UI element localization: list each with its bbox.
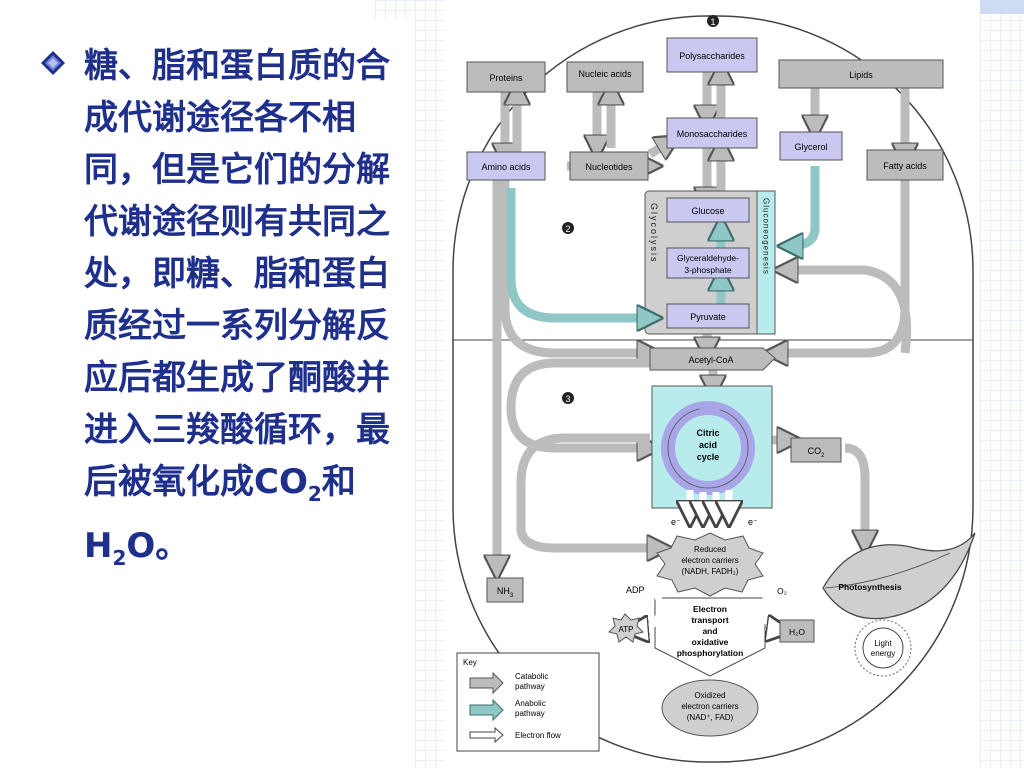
svg-text:Reduced: Reduced [694,545,726,554]
node-glucose: Glucose [666,197,750,223]
svg-text:1: 1 [710,17,715,27]
svg-text:ATP: ATP [619,625,634,634]
citric-label-3: cycle [697,452,720,462]
citric-ring-edge [667,407,749,489]
anabolic-arrows [506,166,820,318]
node-proteins: Proteins [466,61,546,93]
grid-corner-top-left [375,0,445,20]
diagram-key: Key Catabolic pathway Anabolic pathway E… [456,652,600,752]
and-text: 和 [321,462,356,502]
electron-flow-arrows [690,490,729,514]
svg-text:pathway: pathway [515,709,545,718]
node-pyruvate: Pyruvate [666,303,750,329]
node-h2o: H₂O [779,619,815,643]
gluconeogenesis-strip [756,190,776,335]
atp-arrows [635,586,780,630]
metabolism-diagram: 1 2 3 Glycolysis Glucon [452,15,976,763]
svg-text:(NADH, FADH₂): (NADH, FADH₂) [682,567,739,576]
node-polysaccharides: Polysaccharides [666,37,758,73]
diamond-bullet-icon [41,51,65,75]
svg-text:Glucose: Glucose [691,206,724,216]
svg-text:Nucleotides: Nucleotides [585,162,633,172]
citric-label-2: acid [699,440,717,450]
svg-text:Nucleic acids: Nucleic acids [578,69,632,79]
svg-text:and: and [702,626,717,636]
co2-subscript: 2 [307,481,322,506]
adp-label: ADP [626,585,645,595]
svg-text:Lipids: Lipids [849,70,873,80]
h2o-subscript: 2 [112,545,127,570]
o2-label: O₂ [777,586,787,596]
svg-text:Electron flow: Electron flow [515,731,561,740]
grid-strip-right [980,0,1024,768]
stage-marker-1: 1 [707,15,719,27]
svg-text:oxidative: oxidative [692,637,729,647]
svg-text:NH3: NH3 [497,586,514,599]
node-glycerol: Glycerol [779,131,843,161]
node-co2: CO2 [790,437,842,463]
svg-text:Pyruvate: Pyruvate [690,312,726,322]
svg-text:2: 2 [565,224,570,234]
svg-text:Acetyl-CoA: Acetyl-CoA [688,355,733,365]
svg-text:Glyceraldehyde-: Glyceraldehyde- [677,253,739,263]
co2-text: CO [254,462,308,502]
slide-text-block: 糖、脂和蛋白质的合成代谢途径各不相同，但是它们的分解代谢途径则有共同之处，即糖、… [40,40,410,584]
node-monosaccharides: Monosaccharides [666,117,758,149]
node-lipids: Lipids [778,59,944,89]
gluconeogenesis-label: Gluconeogenesis [762,198,771,275]
svg-text:H₂O: H₂O [789,627,805,637]
svg-text:phosphorylation: phosphorylation [677,648,744,658]
svg-text:Electron: Electron [693,604,727,614]
svg-text:transport: transport [691,615,728,625]
node-acetyl-coa: Acetyl-CoA [649,347,776,371]
h2o-text: H [84,525,113,566]
paragraph-text: 糖、脂和蛋白质的合成代谢途径各不相同，但是它们的分解代谢途径则有共同之处，即糖、… [84,46,390,502]
node-nh3: NH3 [486,577,524,603]
svg-text:(NAD⁺, FAD): (NAD⁺, FAD) [687,713,734,722]
grid-strip-left [415,0,445,768]
svg-text:Catabolic: Catabolic [515,672,548,681]
node-nucleic-acids: Nucleic acids [566,61,644,93]
citric-label-1: Citric [696,428,719,438]
h2o-end-text: O。 [126,525,190,566]
svg-text:energy: energy [871,649,895,658]
stage-marker-2: 2 [562,222,574,234]
node-fatty-acids: Fatty acids [866,149,944,181]
electron-label-1: e⁻ [671,517,681,527]
svg-text:Oxidized: Oxidized [694,691,725,700]
photosynthesis-label: Photosynthesis [838,582,902,592]
slide-paragraph: 糖、脂和蛋白质的合成代谢途径各不相同，但是它们的分解代谢途径则有共同之处，即糖、… [84,40,410,584]
node-amino-acids: Amino acids [466,151,546,181]
svg-text:Amino acids: Amino acids [481,162,531,172]
glycolysis-label: Glycolysis [649,203,659,264]
svg-text:electron carriers: electron carriers [681,556,738,565]
svg-text:Polysaccharides: Polysaccharides [679,51,745,61]
node-glyceraldehyde-3-phosphate: Glyceraldehyde- 3-phosphate [666,247,750,279]
light-energy-sun-icon: Light energy [854,619,912,677]
svg-text:Anabolic: Anabolic [515,699,546,708]
svg-text:Monosaccharides: Monosaccharides [677,129,748,139]
svg-text:electron carriers: electron carriers [681,702,738,711]
atp-starburst-icon: ATP [608,613,644,643]
svg-text:Proteins: Proteins [489,73,523,83]
node-electron-transport: Electron transport and oxidative phospho… [654,597,766,677]
node-oxidized-carriers: Oxidized electron carriers (NAD⁺, FAD) [661,679,759,737]
svg-text:Light: Light [874,639,892,648]
svg-text:pathway: pathway [515,682,545,691]
svg-text:Fatty acids: Fatty acids [883,161,927,171]
leaf-photosynthesis-icon: Photosynthesis [822,532,976,620]
electron-label-2: e⁻ [748,517,758,527]
svg-text:3-phosphate: 3-phosphate [684,265,732,275]
svg-text:CO2: CO2 [808,446,826,459]
svg-text:Glycerol: Glycerol [794,142,827,152]
node-reduced-carriers: Reduced electron carriers (NADH, FADH₂) [656,532,764,597]
svg-text:Key: Key [463,658,477,667]
node-nucleotides: Nucleotides [569,151,649,181]
svg-text:3: 3 [565,394,570,404]
stage-marker-3: 3 [562,392,574,404]
